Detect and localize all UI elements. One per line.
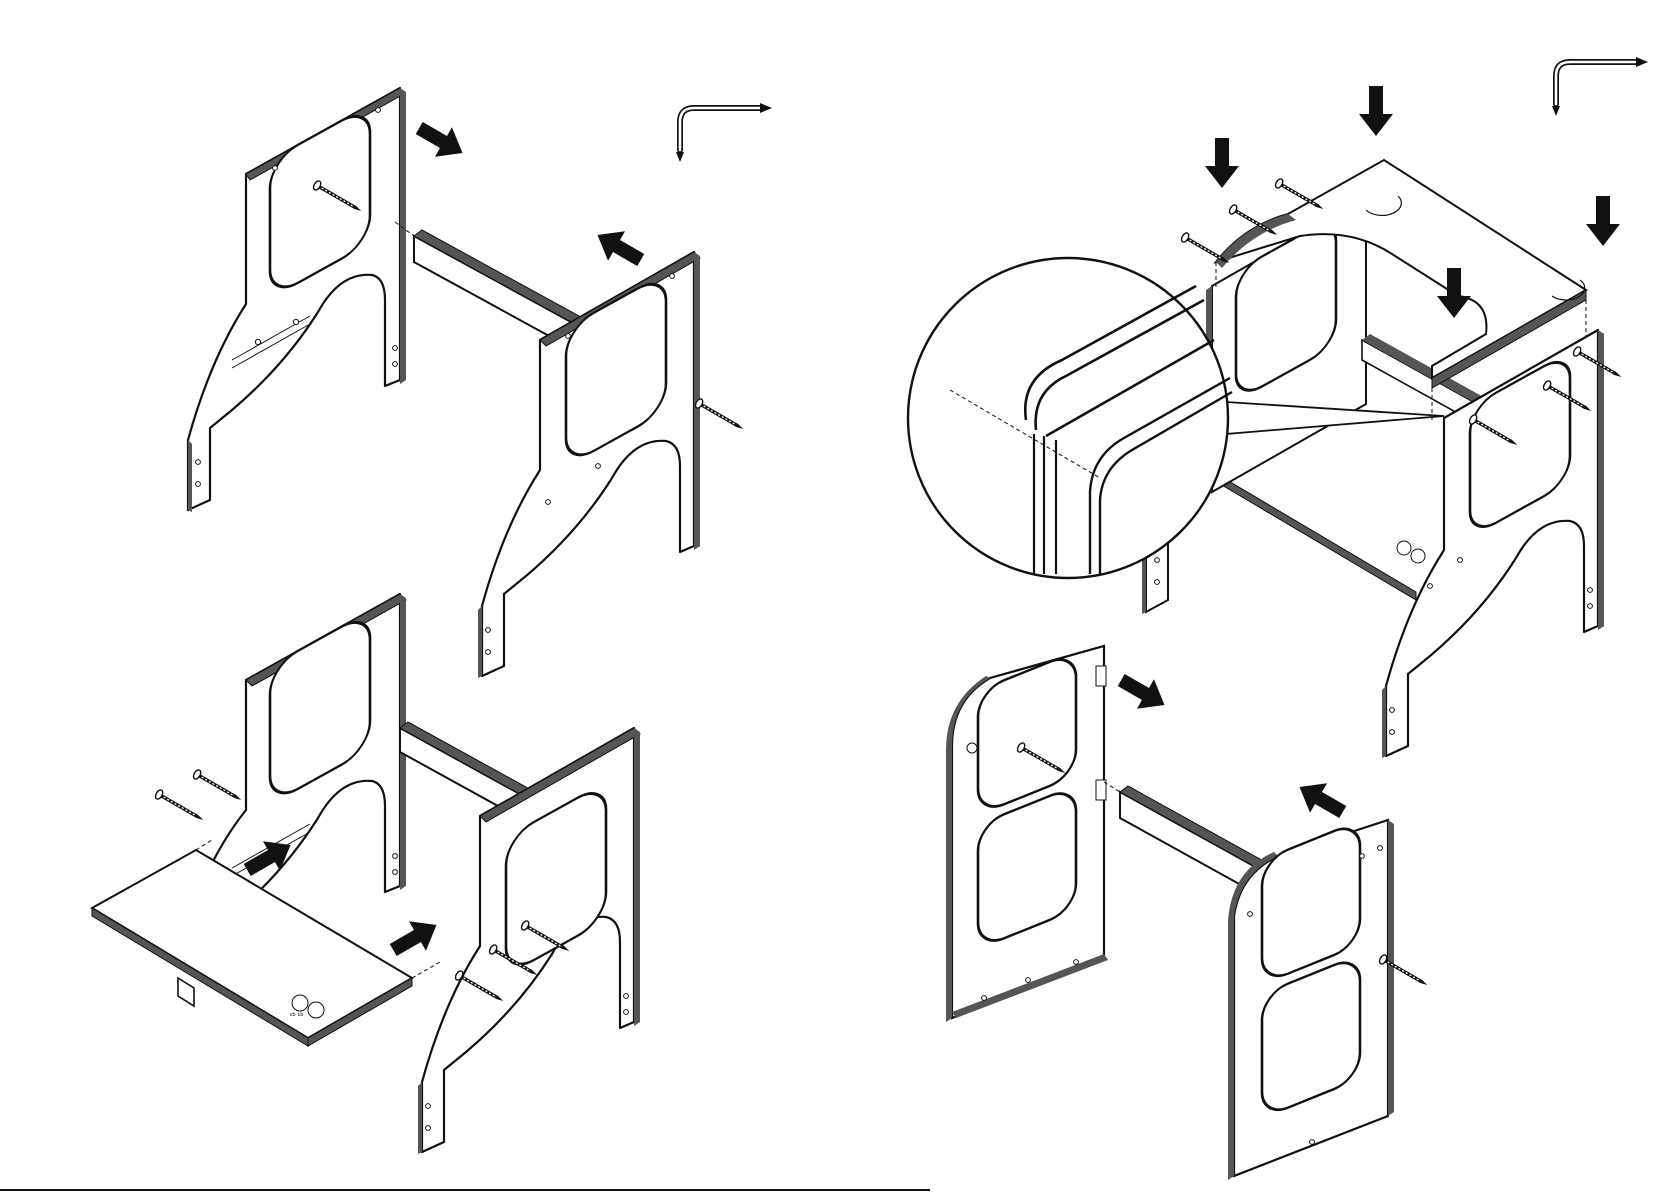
arrow-icon (411, 113, 471, 167)
step-a-illustration (188, 88, 772, 678)
screw-icon (694, 398, 746, 434)
hex-key-icon (676, 103, 772, 162)
side-frame-front (1382, 330, 1604, 758)
screw-icon (154, 789, 206, 825)
step-b-illustration: ᵋᵇ ᵋᵇ (92, 594, 640, 1154)
side-frame-back (188, 88, 406, 512)
arrow-icon (589, 220, 649, 274)
arrow-icon (1205, 138, 1239, 188)
screw-icon (192, 769, 244, 805)
guard-frame-front (1228, 820, 1394, 1180)
arrow-icon (385, 910, 445, 964)
svg-text:ᵋᵇ ᵋᵇ: ᵋᵇ ᵋᵇ (290, 1011, 303, 1020)
arrow-icon (1586, 196, 1620, 246)
side-frame-back (1206, 198, 1366, 496)
hex-key-icon (1552, 57, 1648, 116)
step-c-illustration (908, 57, 1648, 758)
step-d-illustration (946, 646, 1430, 1180)
guard-frame-back (946, 646, 1108, 1022)
arrow-icon (1291, 772, 1351, 826)
arrow-icon (1359, 86, 1393, 136)
arrow-icon (1113, 665, 1173, 719)
sticker-icon (1397, 541, 1425, 563)
side-frame-front (418, 728, 640, 1154)
